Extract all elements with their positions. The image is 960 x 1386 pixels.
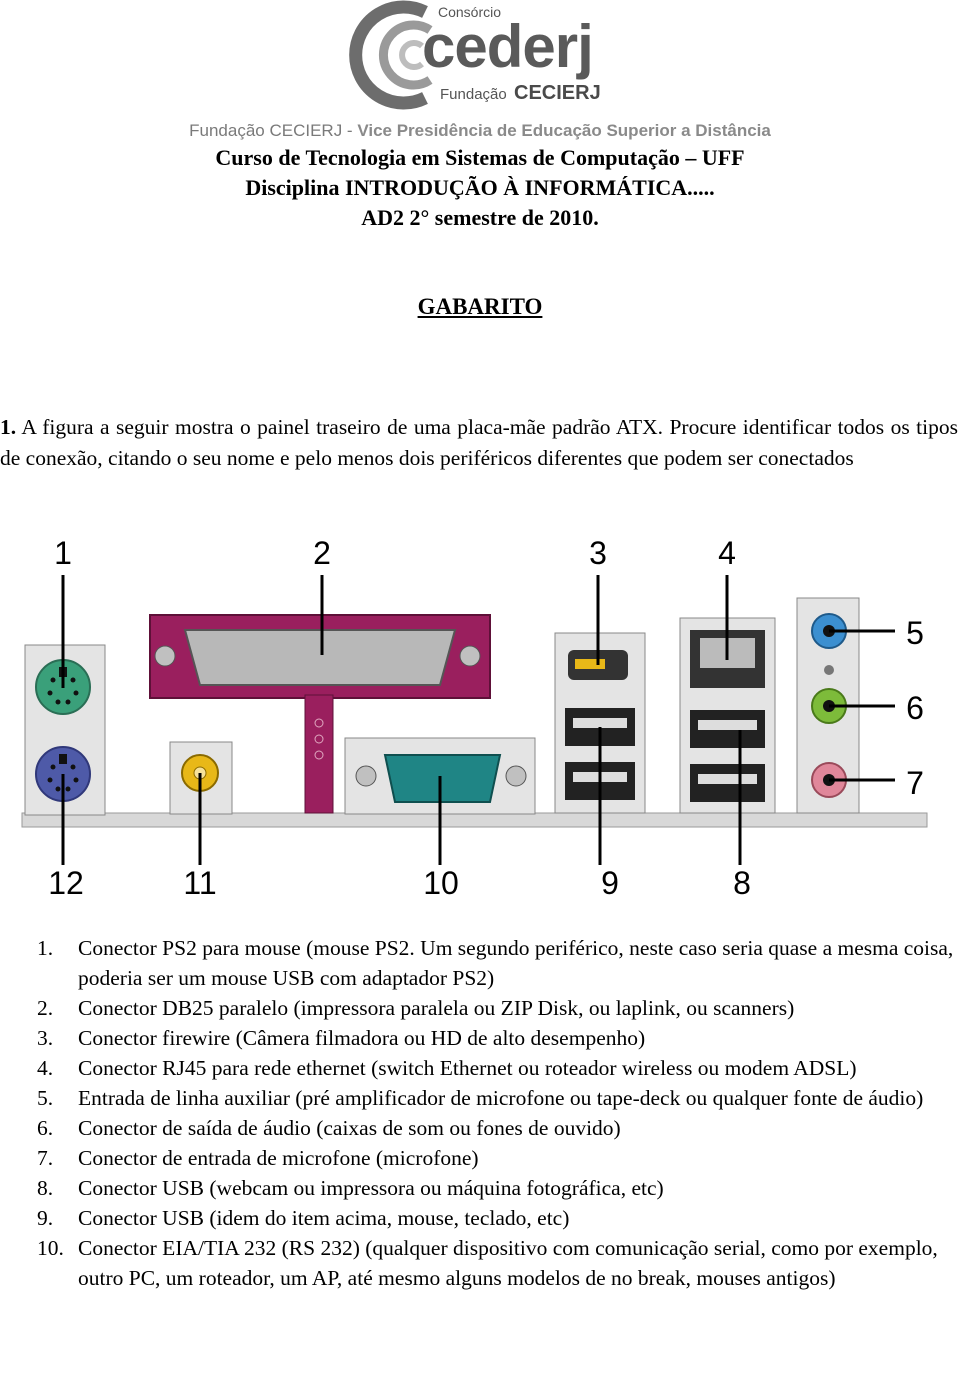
item-text: Entrada de linha auxiliar (pré amplifica… — [78, 1086, 924, 1110]
item-number: 10. — [37, 1236, 64, 1260]
item-number: 8. — [37, 1176, 54, 1200]
db25-connector-icon — [183, 629, 457, 686]
course-title: Curso de Tecnologia em Sistemas de Compu… — [215, 145, 745, 170]
figure-label: 1 — [54, 535, 72, 571]
question-number: 1. — [0, 415, 17, 439]
figure-label: 3 — [589, 535, 607, 571]
item-number: 7. — [37, 1146, 54, 1170]
list-item: 8. Conector USB (webcam ou impressora ou … — [0, 1173, 960, 1203]
list-item: 6. Conector de saída de áudio (caixas de … — [0, 1113, 960, 1143]
item-number: 3. — [37, 1026, 54, 1050]
logo-consorcio-text: Consórcio — [438, 4, 502, 20]
leader-lines — [61, 575, 895, 865]
item-text: Conector de saída de áudio (caixas de so… — [78, 1116, 621, 1140]
item-text: Conector RJ45 para rede ethernet (switch… — [78, 1056, 857, 1080]
item-text: Conector USB (webcam ou impressora ou má… — [78, 1176, 664, 1200]
logo-fundacao-text: Fundação — [440, 86, 507, 103]
db9-connector-icon — [383, 754, 502, 803]
list-item: 7. Conector de entrada de microfone (micr… — [0, 1143, 960, 1173]
audio-jacks — [796, 597, 860, 814]
logo-cecierj-text: CECIERJ — [514, 82, 601, 104]
logo-main-text: cederj — [422, 13, 594, 80]
question-paragraph: 1. A figura a seguir mostra o painel tra… — [0, 412, 958, 474]
org-prefix: Fundação CECIERJ - — [189, 121, 358, 140]
discipline-title: Disciplina INTRODUÇÃO À INFORMÁTICA..... — [245, 175, 715, 200]
answer-list: 1. Conector PS2 para mouse (mouse PS2. Um… — [0, 933, 960, 1293]
serial-port — [344, 737, 536, 815]
list-item: 10. Conector EIA/TIA 232 (RS 232) (qualqu… — [0, 1233, 960, 1293]
item-number: 2. — [37, 996, 54, 1020]
item-number: 1. — [37, 936, 54, 960]
panel-plate — [21, 812, 928, 828]
item-number: 5. — [37, 1086, 54, 1110]
rj45-usb-stack — [679, 617, 776, 814]
figure-label: 8 — [733, 865, 751, 901]
list-item: 3. Conector firewire (Câmera filmadora ou… — [0, 1023, 960, 1053]
item-number: 9. — [37, 1206, 54, 1230]
figure-label: 4 — [718, 535, 736, 571]
figure-label: 5 — [906, 615, 924, 651]
page-title: GABARITO — [417, 294, 543, 319]
item-text: Conector firewire (Câmera filmadora ou H… — [78, 1026, 646, 1050]
parallel-port — [149, 614, 491, 814]
item-text: Conector DB25 paralelo (impressora paral… — [78, 996, 795, 1020]
figure-label: 6 — [906, 690, 924, 726]
list-item: 1. Conector PS2 para mouse (mouse PS2. Um… — [0, 933, 960, 993]
org-bold: Vice Presidência de Educação Superior a … — [357, 121, 771, 140]
figure-label: 2 — [313, 535, 331, 571]
cederj-logo: Consórcio cederj Fundação CECIERJ — [330, 0, 630, 112]
item-text: Conector USB (idem do item acima, mouse,… — [78, 1206, 570, 1230]
logo-swirl-icon — [349, 0, 433, 110]
ps2-ports — [24, 644, 106, 816]
figure-label: 7 — [906, 765, 924, 801]
list-item: 9. Conector USB (idem do item acima, mous… — [0, 1203, 960, 1233]
item-text: Conector de entrada de microfone (microf… — [78, 1146, 479, 1170]
atx-back-panel-figure: 1 2 3 4 5 6 7 12 11 10 9 8 — [21, 535, 928, 901]
figure-label: 10 — [423, 865, 459, 901]
list-item: 4. Conector RJ45 para rede ethernet (swit… — [0, 1053, 960, 1083]
item-text: Conector PS2 para mouse (mouse PS2. Um s… — [78, 936, 954, 990]
organization-line: Fundação CECIERJ - Vice Presidência de E… — [0, 121, 960, 141]
semester-title: AD2 2° semestre de 2010. — [361, 205, 599, 230]
list-item: 2. Conector DB25 paralelo (impressora par… — [0, 993, 960, 1023]
item-text: Conector EIA/TIA 232 (RS 232) (qualquer … — [78, 1236, 938, 1290]
list-item: 5. Entrada de linha auxiliar (pré amplifi… — [0, 1083, 960, 1113]
figure-label: 9 — [601, 865, 619, 901]
question-text: A figura a seguir mostra o painel trasei… — [0, 415, 958, 470]
item-number: 4. — [37, 1056, 54, 1080]
item-number: 6. — [37, 1116, 54, 1140]
figure-label: 12 — [48, 865, 84, 901]
figure-label: 11 — [183, 865, 216, 901]
